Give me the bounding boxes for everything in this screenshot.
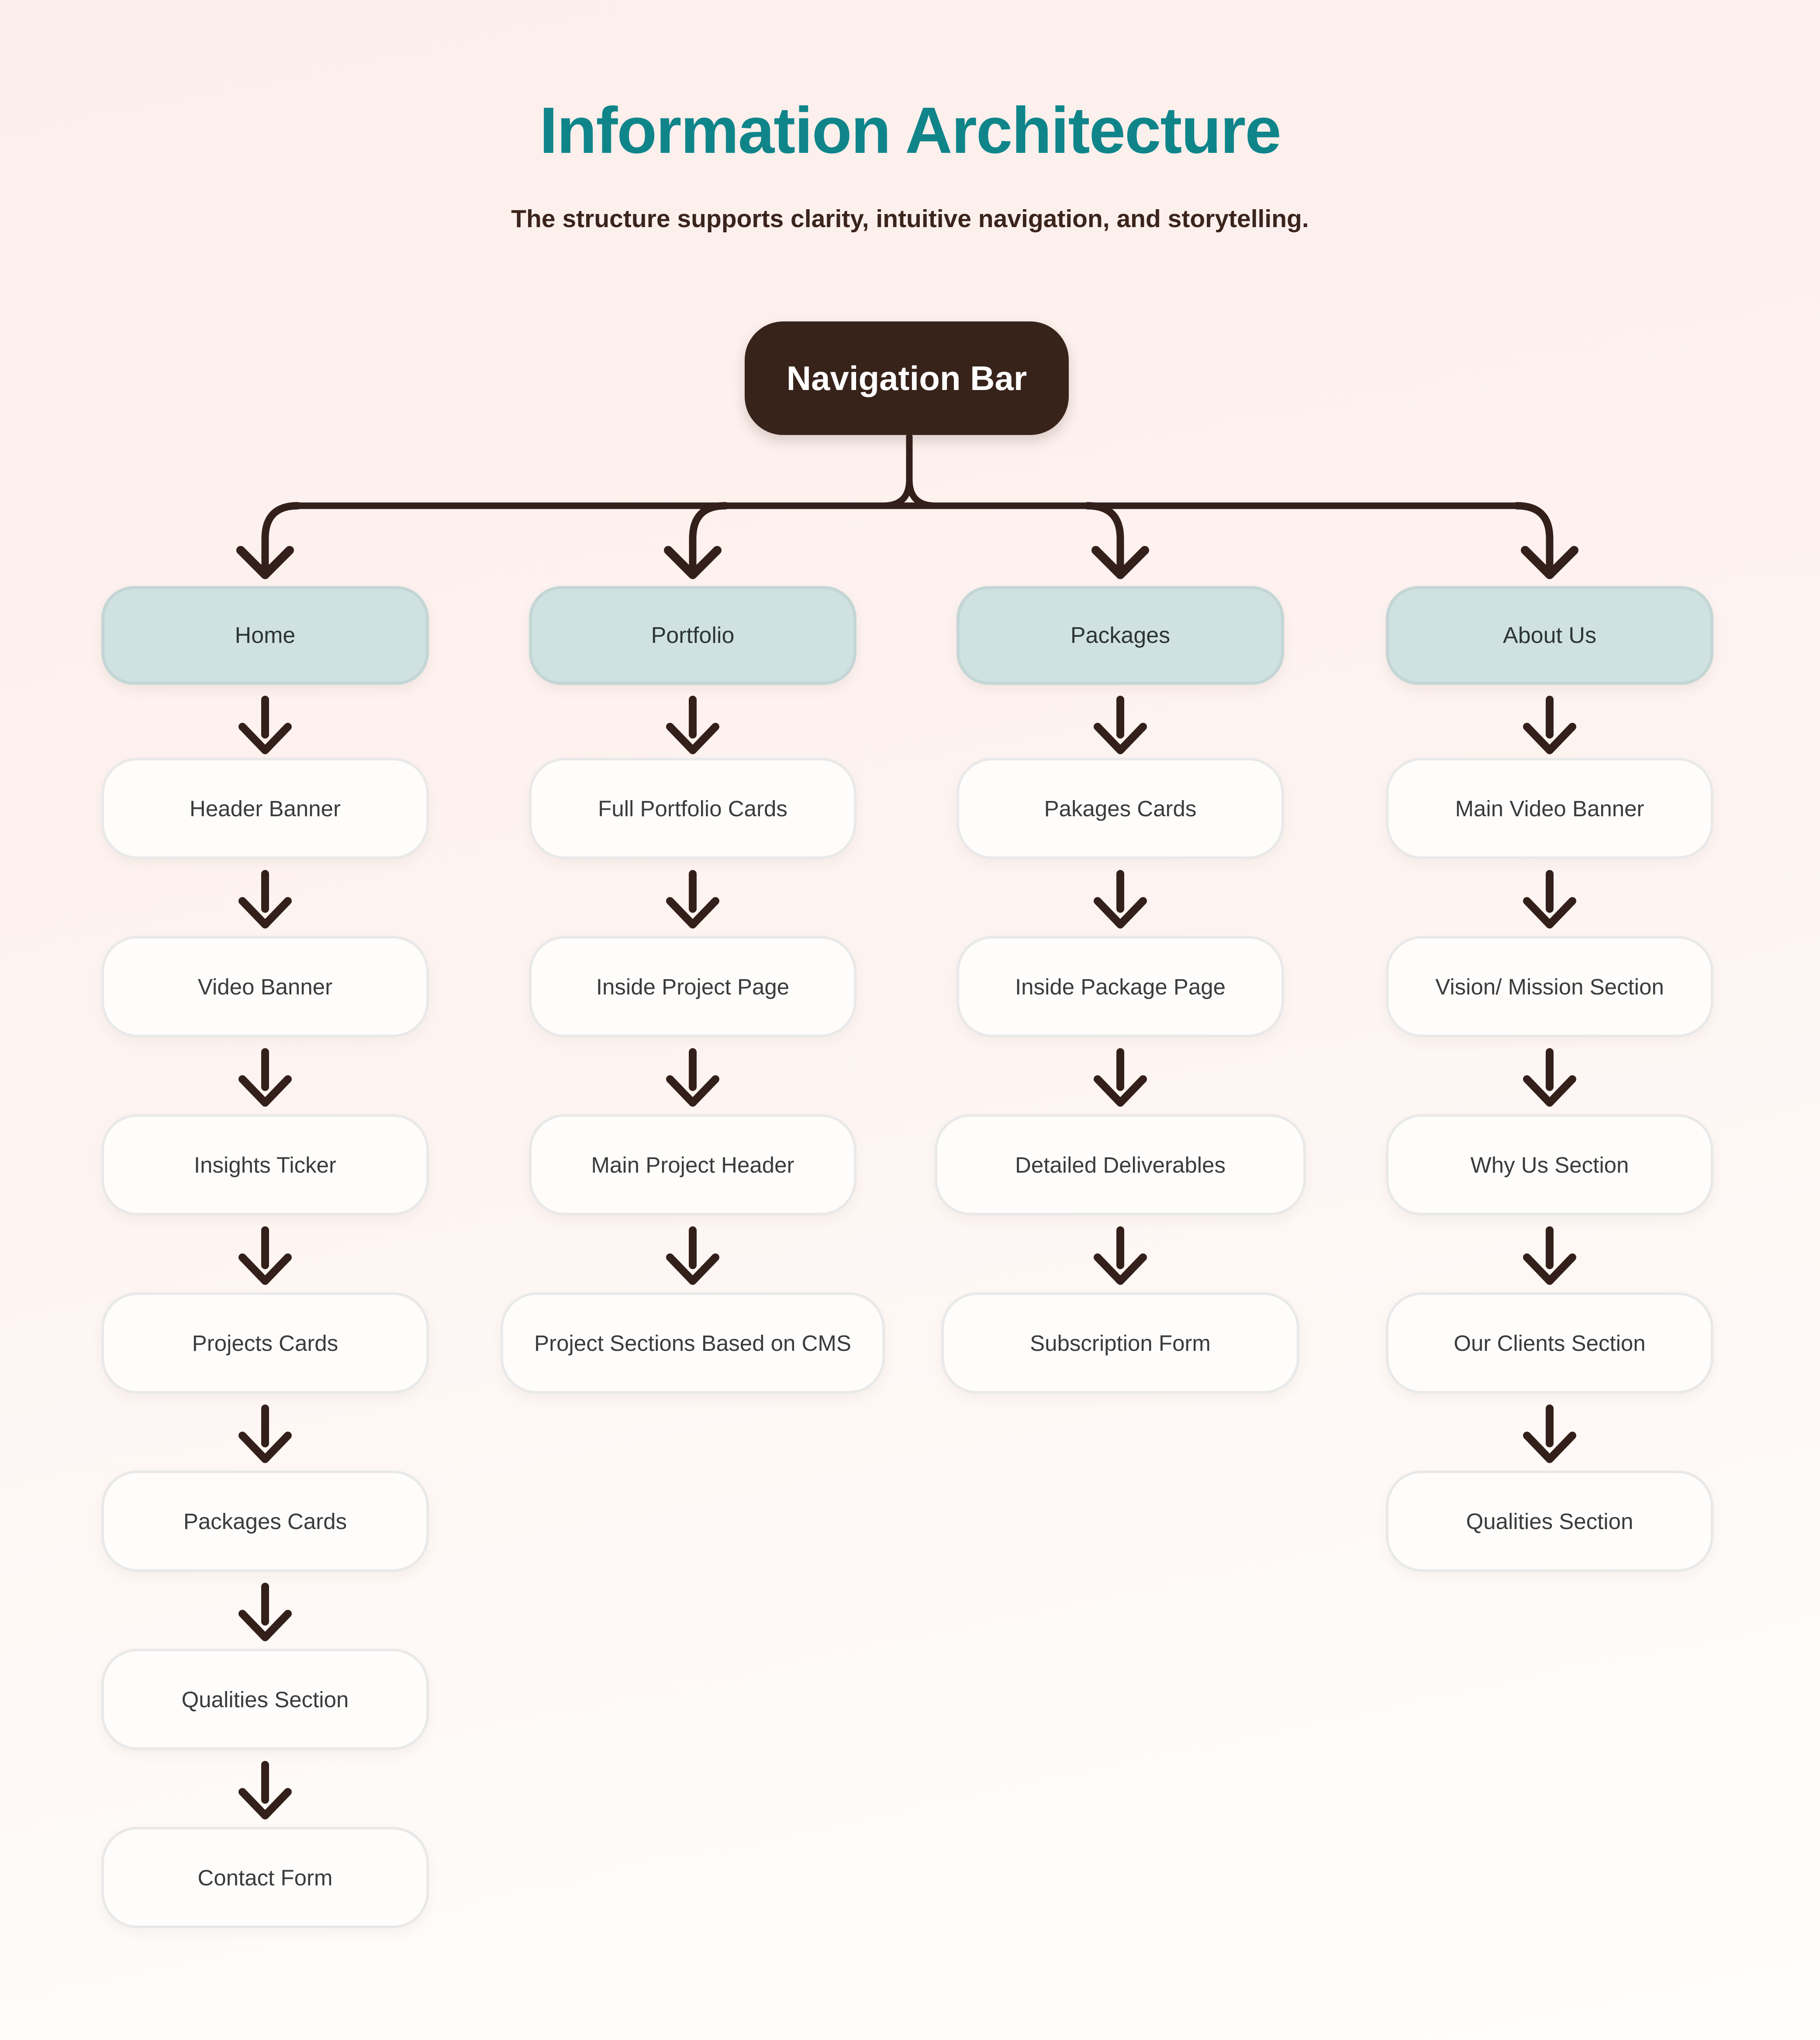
- node-pakages-cards: Pakages Cards: [957, 758, 1284, 859]
- node-label: Packages Cards: [183, 1508, 347, 1534]
- node-label: Detailed Deliverables: [1015, 1152, 1226, 1177]
- arrow-down-icon: [238, 870, 292, 929]
- node-qualities-section-about: Qualities Section: [1386, 1470, 1713, 1572]
- node-label: Navigation Bar: [786, 359, 1027, 397]
- category-node-home: Home: [101, 586, 429, 685]
- arrow-down-icon: [238, 1583, 292, 1641]
- arrow-down-icon: [238, 1405, 292, 1463]
- node-label: Video Banner: [197, 974, 333, 999]
- category-node-portfolio: Portfolio: [529, 586, 856, 685]
- node-inside-package-page: Inside Package Page: [957, 936, 1284, 1037]
- arrowhead-icon: [664, 546, 722, 579]
- arrow-down-icon: [1523, 870, 1576, 929]
- node-label: Inside Package Page: [1015, 974, 1226, 999]
- arrow-down-icon: [666, 870, 719, 929]
- node-label: Qualities Section: [181, 1687, 349, 1712]
- node-subscription-form: Subscription Form: [941, 1292, 1299, 1394]
- arrow-down-icon: [1523, 1226, 1576, 1285]
- node-label: Contact Form: [197, 1865, 333, 1890]
- node-detailed-deliverables: Detailed Deliverables: [935, 1114, 1306, 1215]
- arrowhead-icon: [1091, 546, 1149, 579]
- arrow-down-icon: [238, 1761, 292, 1819]
- node-video-banner: Video Banner: [101, 936, 429, 1037]
- arrow-down-icon: [1094, 696, 1147, 754]
- node-label: Main Video Banner: [1455, 796, 1644, 821]
- node-label: Why Us Section: [1470, 1152, 1629, 1177]
- arrow-down-icon: [1094, 1226, 1147, 1285]
- arrow-down-icon: [1523, 1405, 1576, 1463]
- arrow-down-icon: [1523, 696, 1576, 754]
- node-label: Our Clients Section: [1454, 1330, 1646, 1356]
- arrowhead-icon: [1521, 546, 1578, 579]
- branch-drop-packages: [1084, 502, 1124, 571]
- arrow-down-icon: [1523, 1048, 1576, 1107]
- category-label: About Us: [1503, 623, 1596, 648]
- node-label: Qualities Section: [1466, 1508, 1634, 1534]
- node-qualities-section-home: Qualities Section: [101, 1649, 429, 1750]
- node-label: Header Banner: [190, 796, 341, 821]
- arrow-down-icon: [238, 1048, 292, 1107]
- node-vision-mission-section: Vision/ Mission Section: [1386, 936, 1713, 1037]
- node-full-portfolio-cards: Full Portfolio Cards: [529, 758, 856, 859]
- category-label: Home: [235, 623, 296, 648]
- node-label: Project Sections Based on CMS: [534, 1330, 851, 1356]
- arrow-down-icon: [238, 1226, 292, 1285]
- branch-drop-about: [1513, 502, 1554, 571]
- node-navigation-bar: Navigation Bar: [745, 321, 1069, 435]
- category-node-packages: Packages: [957, 586, 1284, 685]
- category-label: Packages: [1070, 623, 1171, 648]
- node-label: Full Portfolio Cards: [598, 796, 787, 821]
- node-inside-project-page: Inside Project Page: [529, 936, 856, 1037]
- root-fillet-left: [880, 476, 913, 509]
- node-our-clients-section: Our Clients Section: [1386, 1292, 1713, 1394]
- root-branch-connector: [236, 433, 1578, 579]
- node-label: Inside Project Page: [596, 974, 790, 999]
- category-label: Portfolio: [651, 623, 735, 648]
- branch-drop-portfolio: [689, 502, 729, 571]
- root-fillet-right: [906, 476, 939, 509]
- node-label: Insights Ticker: [194, 1152, 336, 1177]
- category-node-about-us: About Us: [1386, 586, 1713, 685]
- arrow-down-icon: [666, 1048, 719, 1107]
- node-label: Projects Cards: [192, 1330, 338, 1356]
- arrowhead-icon: [236, 546, 294, 579]
- node-label: Subscription Form: [1030, 1330, 1211, 1356]
- node-project-sections-cms: Project Sections Based on CMS: [501, 1292, 885, 1394]
- arrow-down-icon: [666, 1226, 719, 1285]
- branch-drop-home: [261, 502, 302, 571]
- node-label: Main Project Header: [591, 1152, 794, 1177]
- node-main-video-banner: Main Video Banner: [1386, 758, 1713, 859]
- page-subtitle: The structure supports clarity, intuitiv…: [511, 205, 1309, 233]
- page-title: Information Architecture: [539, 93, 1281, 167]
- node-contact-form: Contact Form: [101, 1827, 429, 1928]
- node-header-banner: Header Banner: [101, 758, 429, 859]
- node-why-us-section: Why Us Section: [1386, 1114, 1713, 1215]
- arrow-down-icon: [238, 696, 292, 754]
- node-insights-ticker: Insights Ticker: [101, 1114, 429, 1215]
- arrow-down-icon: [1094, 870, 1147, 929]
- arrow-down-icon: [666, 696, 719, 754]
- node-label: Vision/ Mission Section: [1435, 974, 1664, 999]
- column-home-arrows: [238, 696, 292, 1819]
- node-projects-cards: Projects Cards: [101, 1292, 429, 1394]
- arrow-down-icon: [1094, 1048, 1147, 1107]
- node-label: Pakages Cards: [1044, 796, 1197, 821]
- node-packages-cards: Packages Cards: [101, 1470, 429, 1572]
- node-main-project-header: Main Project Header: [529, 1114, 856, 1215]
